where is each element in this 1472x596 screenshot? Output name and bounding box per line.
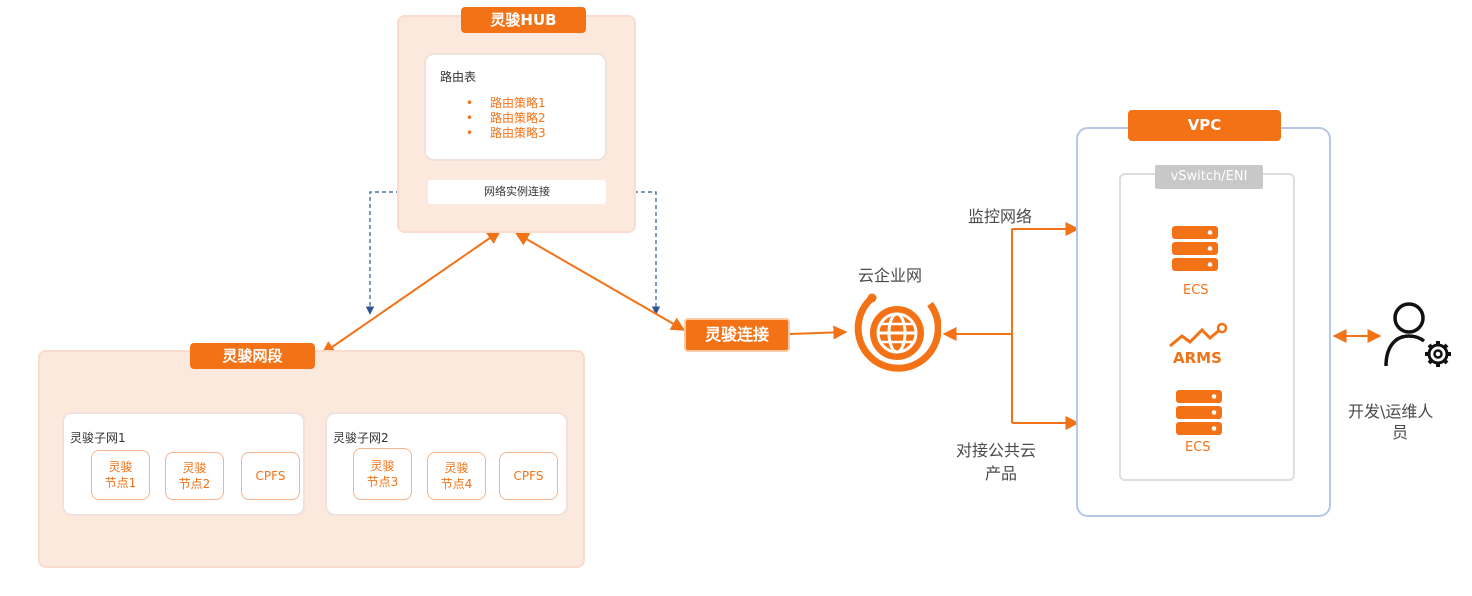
vpc-panel	[1076, 127, 1331, 517]
public-label-2: 产品	[985, 464, 1018, 483]
subnet-title: 灵骏子网2	[333, 431, 389, 445]
cpfs-1: CPFS	[241, 452, 300, 500]
server-icon	[1172, 226, 1218, 271]
node-1: 灵骏节点1	[91, 450, 150, 500]
user-gear-icon	[1384, 302, 1451, 367]
subnet-1: 灵骏子网1 灵骏节点1 灵骏节点2 CPFS	[62, 412, 305, 516]
list-item: •路由策略2	[466, 111, 546, 125]
public-label-1: 对接公共云	[956, 441, 1037, 460]
arms-trend-icon	[1169, 322, 1228, 348]
monitor-label: 监控网络	[968, 207, 1033, 226]
vswitch-label: vSwitch/ENI	[1155, 165, 1263, 189]
route-list: •路由策略1 •路由策略2 •路由策略3	[466, 96, 546, 141]
hub-title: 灵骏HUB	[461, 7, 586, 33]
list-item: •路由策略1	[466, 96, 546, 110]
node-3: 灵骏节点3	[353, 448, 412, 500]
ecs-label: ECS	[1185, 440, 1211, 455]
segment-title: 灵骏网段	[190, 343, 315, 369]
connect-label: 灵骏连接	[684, 318, 790, 352]
hub-connect-link	[514, 232, 686, 331]
cen-label: 云企业网	[858, 266, 923, 285]
instance-connection: 网络实例连接	[428, 180, 606, 204]
node-2: 灵骏节点2	[165, 452, 224, 500]
dashed-link-left	[365, 191, 428, 315]
connect-cen-link	[789, 325, 848, 340]
subnet-2: 灵骏子网2 灵骏节点3 灵骏节点4 CPFS	[325, 412, 568, 516]
node-4: 灵骏节点4	[427, 452, 486, 500]
subnet-title: 灵骏子网1	[70, 431, 126, 445]
user-label-2: 员	[1392, 423, 1409, 442]
vpc-title: VPC	[1128, 110, 1281, 141]
route-table-title: 路由表	[440, 70, 477, 84]
list-item: •路由策略3	[466, 126, 546, 140]
server-icon	[1176, 390, 1222, 435]
globe-icon	[854, 293, 941, 372]
user-label-1: 开发\运维人	[1348, 402, 1434, 421]
cpfs-2: CPFS	[499, 452, 558, 500]
hub-segment-link	[320, 230, 502, 355]
arms-label: ARMS	[1173, 349, 1222, 367]
ecs-label: ECS	[1183, 283, 1209, 298]
route-table: 路由表 •路由策略1 •路由策略2 •路由策略3	[424, 53, 607, 161]
